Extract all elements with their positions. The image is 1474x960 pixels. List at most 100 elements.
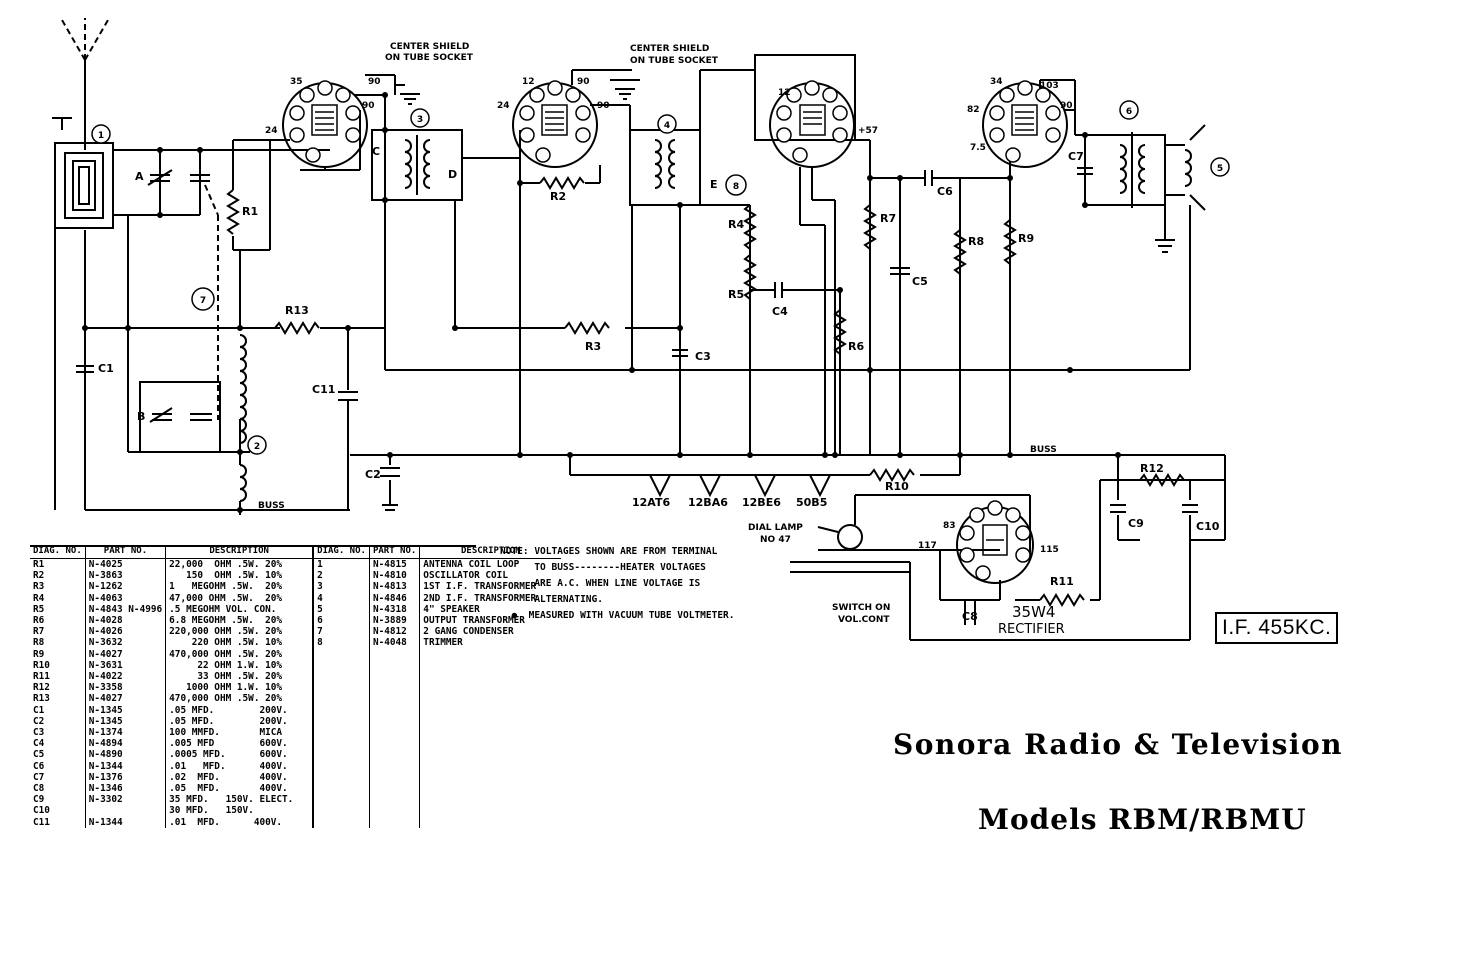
description-cell: TRIMMER bbox=[419, 637, 562, 649]
description-cell: 4" SPEAKER bbox=[419, 603, 562, 616]
description-cell: .05 MFD. 400V. bbox=[165, 783, 314, 795]
label-heater-2: 12BA6 bbox=[688, 496, 728, 509]
volt-rect-b: 117 bbox=[918, 541, 937, 551]
diag-no-cell: 6 bbox=[312, 615, 370, 627]
volt-tube3-b: +57 bbox=[858, 126, 878, 136]
volt-tube3-a: 12 bbox=[778, 88, 791, 98]
diag-no-cell bbox=[312, 704, 370, 716]
diag-no-cell bbox=[312, 682, 370, 694]
description-cell: 1000 OHM 1.W. 10% bbox=[165, 682, 314, 694]
diag-no-cell: R11 bbox=[33, 671, 50, 683]
col-diag-no-left: DIAG. NO. bbox=[30, 545, 86, 559]
resistors bbox=[227, 177, 1185, 606]
voltage-note: NOTE: VOLTAGES SHOWN ARE FROM TERMINAL T… bbox=[500, 544, 735, 624]
diag-no-cell: C7 bbox=[33, 771, 45, 783]
description-cell: 470,000 OHM .5W. 20% bbox=[165, 693, 314, 705]
volt-tube4-d: 82 bbox=[967, 105, 980, 115]
label-buss-top: BUSS bbox=[1030, 445, 1057, 455]
part-no-cell bbox=[368, 738, 420, 750]
description-cell bbox=[419, 704, 562, 716]
volt-tube2-d: 24 bbox=[497, 101, 510, 111]
diag-no-cell: R2 bbox=[33, 570, 45, 582]
diag-no-cell: C6 bbox=[33, 760, 45, 772]
part-no-cell bbox=[368, 816, 420, 828]
callout-3: 3 bbox=[417, 115, 423, 125]
label-R6: R6 bbox=[848, 340, 864, 353]
note-line-2: TO BUSS--------HEATER VOLTAGES bbox=[500, 562, 706, 573]
part-no-cell: N-4812 bbox=[368, 626, 420, 638]
description-cell: .05 MFD. 200V. bbox=[165, 704, 314, 716]
volt-rect-a: 83 bbox=[943, 521, 956, 531]
col-description-right: DESCRIPTION bbox=[419, 545, 562, 559]
description-cell: 30 MFD. 150V. bbox=[165, 805, 314, 817]
part-no-cell: N-4890 bbox=[84, 749, 166, 761]
label-C6: C6 bbox=[937, 185, 953, 198]
col-description-left: DESCRIPTION bbox=[165, 545, 314, 559]
title-line-2: Models RBM/RBMU bbox=[978, 803, 1307, 836]
description-cell: .5 MEGOHM VOL. CON. bbox=[165, 603, 314, 616]
diag-no-cell bbox=[312, 749, 370, 761]
description-cell: 35 MFD. 150V. ELECT. bbox=[165, 794, 314, 806]
part-no-cell: N-3889 bbox=[368, 615, 420, 627]
callout-6: 6 bbox=[1126, 107, 1132, 117]
diag-no-cell: C8 bbox=[33, 783, 45, 795]
description-cell: .01 MFD. 400V. bbox=[165, 816, 314, 828]
label-C1: C1 bbox=[98, 362, 114, 375]
part-no-cell: N-4813 bbox=[368, 581, 420, 593]
label-buss-bottom: BUSS bbox=[258, 501, 285, 511]
part-no-cell: N-1344 bbox=[84, 760, 166, 772]
diag-no-cell bbox=[312, 805, 370, 817]
description-cell: .0005 MFD. 600V. bbox=[165, 749, 314, 761]
diag-no-cell: R4 bbox=[33, 592, 45, 604]
label-R9: R9 bbox=[1018, 232, 1034, 245]
diag-no-cell: 2 bbox=[312, 570, 370, 582]
col-diag-no-right: DIAG. NO. bbox=[312, 545, 370, 559]
label-switch-on: SWITCH ON bbox=[832, 603, 890, 613]
diag-no-cell: 3 bbox=[312, 581, 370, 593]
diag-no-cell bbox=[312, 783, 370, 795]
part-no-cell bbox=[84, 805, 166, 817]
label-C11: C11 bbox=[312, 383, 335, 396]
label-dial-lamp: DIAL LAMP bbox=[748, 523, 803, 533]
description-cell: 470,000 OHM .5W. 20% bbox=[165, 648, 314, 660]
part-no-cell: N-4028 bbox=[84, 615, 166, 627]
diag-no-cell bbox=[312, 659, 370, 672]
label-R12: R12 bbox=[1140, 462, 1164, 475]
volt-rect-c: 115 bbox=[1040, 545, 1059, 555]
label-R4: R4 bbox=[728, 218, 744, 231]
label-heater-4: 50B5 bbox=[796, 496, 827, 509]
description-cell: 220,000 OHM .5W. 20% bbox=[165, 626, 314, 638]
part-no-cell: N-4025 bbox=[84, 558, 166, 571]
part-no-cell bbox=[368, 794, 420, 806]
description-cell bbox=[419, 816, 562, 828]
tube-elements bbox=[311, 104, 1038, 556]
label-rectifier-tube: 35W4 bbox=[1012, 603, 1055, 621]
label-C4: C4 bbox=[772, 305, 788, 318]
part-no-cell: N-1344 bbox=[84, 816, 166, 828]
part-no-cell bbox=[368, 771, 420, 784]
part-no-cell: N-3863 bbox=[84, 570, 166, 582]
label-R13: R13 bbox=[285, 304, 309, 317]
callout-2: 2 bbox=[254, 442, 260, 452]
volt-tube4-a: 34 bbox=[990, 77, 1003, 87]
label-C9: C9 bbox=[1128, 517, 1144, 530]
description-cell bbox=[419, 805, 562, 817]
label-R7: R7 bbox=[880, 212, 896, 225]
diag-no-cell: R6 bbox=[33, 615, 45, 627]
diag-no-cell bbox=[312, 715, 370, 728]
part-no-cell: N-3631 bbox=[84, 659, 166, 672]
label-R11: R11 bbox=[1050, 575, 1074, 588]
diag-no-cell: C5 bbox=[33, 749, 45, 761]
part-no-cell bbox=[368, 760, 420, 772]
label-cap-D: D bbox=[448, 168, 457, 181]
